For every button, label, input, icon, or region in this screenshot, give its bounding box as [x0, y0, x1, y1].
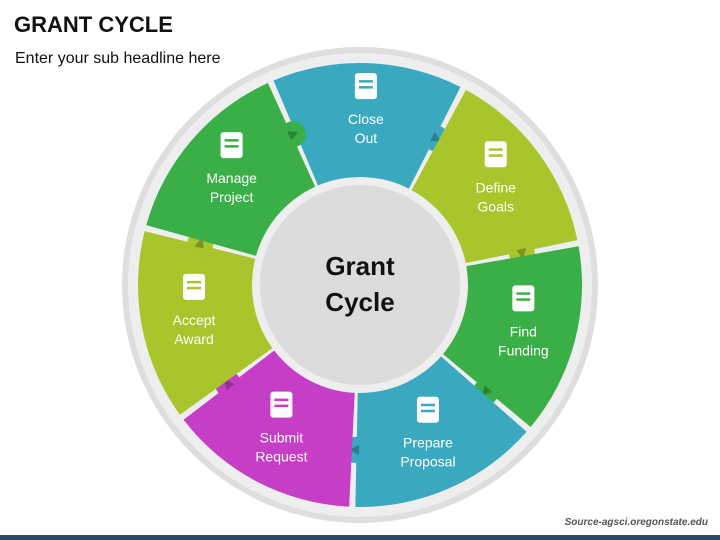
- page-title: GRANT CYCLE: [14, 12, 173, 37]
- center-circle: [260, 185, 460, 385]
- flow-arrow-icon: [224, 379, 235, 391]
- segment-shape: [273, 62, 461, 189]
- segment-label-line1: Manage: [206, 170, 257, 186]
- exit-arrow-icon: [354, 73, 377, 100]
- segment-label-line2: Award: [174, 331, 213, 347]
- segment-label-line1: Find: [510, 323, 537, 339]
- document-clock-icon: [270, 391, 293, 418]
- segment-label-line1: Close: [348, 111, 384, 127]
- award-ribbon-icon: [183, 273, 206, 300]
- money-bag-icon: [512, 285, 535, 312]
- segment-label-line2: Project: [210, 189, 254, 205]
- flow-arrow-icon: [349, 445, 360, 456]
- flow-arrow-icon: [287, 131, 299, 141]
- center-label-line1: Grant: [325, 251, 395, 281]
- segment-label-line2: Funding: [498, 342, 549, 358]
- segment-shape: [355, 356, 527, 508]
- center-label-line2: Cycle: [325, 287, 394, 317]
- segment-label-line1: Define: [475, 179, 516, 195]
- flow-arrow-icon: [430, 132, 442, 142]
- segment-label-line2: Goals: [477, 198, 514, 214]
- segment-shape: [137, 231, 273, 415]
- segment-label-line1: Prepare: [403, 435, 453, 451]
- flow-arrow-icon: [482, 385, 493, 397]
- segment-label-line2: Out: [355, 130, 378, 146]
- page-subtitle: Enter your sub headline here: [15, 50, 221, 67]
- segment-shape: [411, 89, 578, 264]
- document-hand-icon: [416, 396, 439, 423]
- segment-label-line2: Request: [255, 449, 307, 465]
- segment-label-line1: Accept: [173, 312, 216, 328]
- clipboard-gear-icon: [220, 132, 243, 159]
- bottom-bar: [0, 535, 720, 540]
- segment-label-line2: Proposal: [400, 454, 455, 470]
- segment-shape: [146, 83, 316, 256]
- target-icon: [484, 141, 507, 168]
- puzzle-knob: [279, 121, 306, 148]
- segment-label-line1: Submit: [260, 430, 304, 446]
- source-credit: Source-agsci.oregonstate.edu: [564, 517, 708, 528]
